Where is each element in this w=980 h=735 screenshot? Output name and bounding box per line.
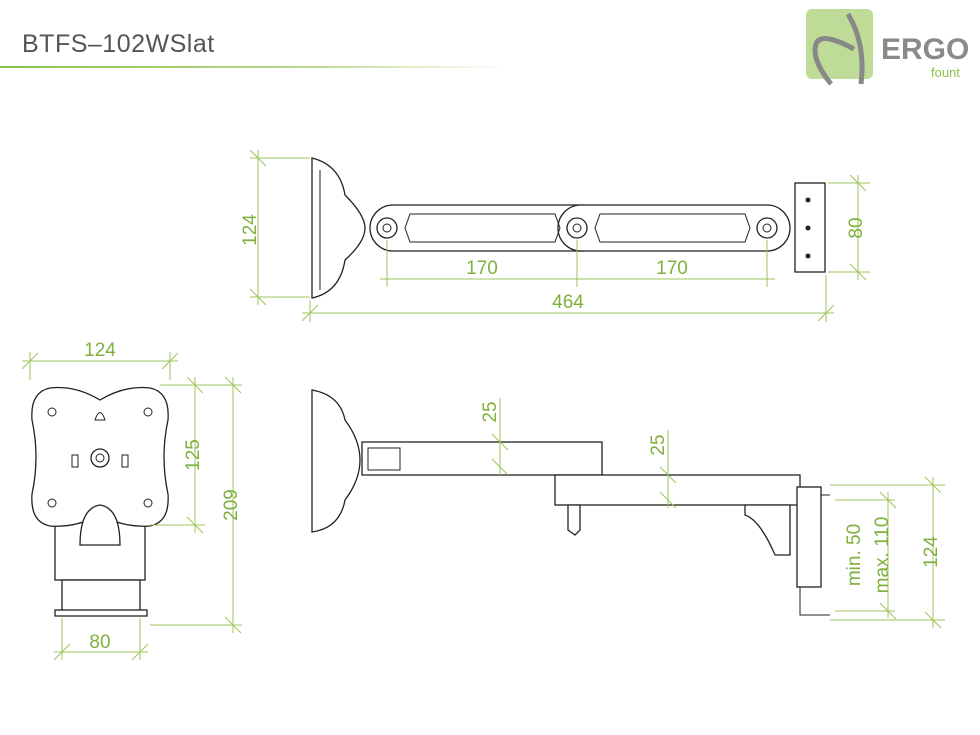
monitor-plate <box>311 157 366 299</box>
dim-plate-width: 124 <box>84 340 116 361</box>
dim-side-bracket-height: 124 <box>921 536 942 568</box>
logo-brand: ERGO <box>881 33 969 66</box>
dim-top-bracket-height: 80 <box>846 217 867 238</box>
dim-total-height: 209 <box>221 489 242 521</box>
dim-lower-arm-thickness: 25 <box>648 434 669 455</box>
dim-hole-height: 125 <box>183 439 204 471</box>
side-bracket <box>796 486 822 588</box>
dim-max-gap: max. 110 <box>872 517 893 594</box>
side-view: 25 25 min. 50 max. 110 124 <box>311 389 945 629</box>
product-title: BTFS–102WSlat <box>22 30 215 58</box>
dim-arm1: 170 <box>466 258 498 279</box>
arm-segment-2 <box>557 204 791 252</box>
ergofount-logo: ERGO fount <box>806 9 969 86</box>
dim-arm2: 170 <box>656 258 688 279</box>
title-underline <box>0 66 510 68</box>
side-plate <box>311 389 361 533</box>
top-view: 124 170 170 464 80 <box>240 149 870 322</box>
front-view: 124 125 209 80 <box>21 340 242 661</box>
dim-total-length: 464 <box>552 292 584 313</box>
side-arm-upper <box>361 441 603 476</box>
logo-sub: fount <box>931 65 960 80</box>
dim-min-gap: min. 50 <box>844 524 865 586</box>
dim-top-plate-height: 124 <box>240 214 261 246</box>
dim-base-width: 80 <box>89 632 110 653</box>
dim-upper-arm-thickness: 25 <box>480 401 501 422</box>
side-arm-lower <box>554 474 801 506</box>
